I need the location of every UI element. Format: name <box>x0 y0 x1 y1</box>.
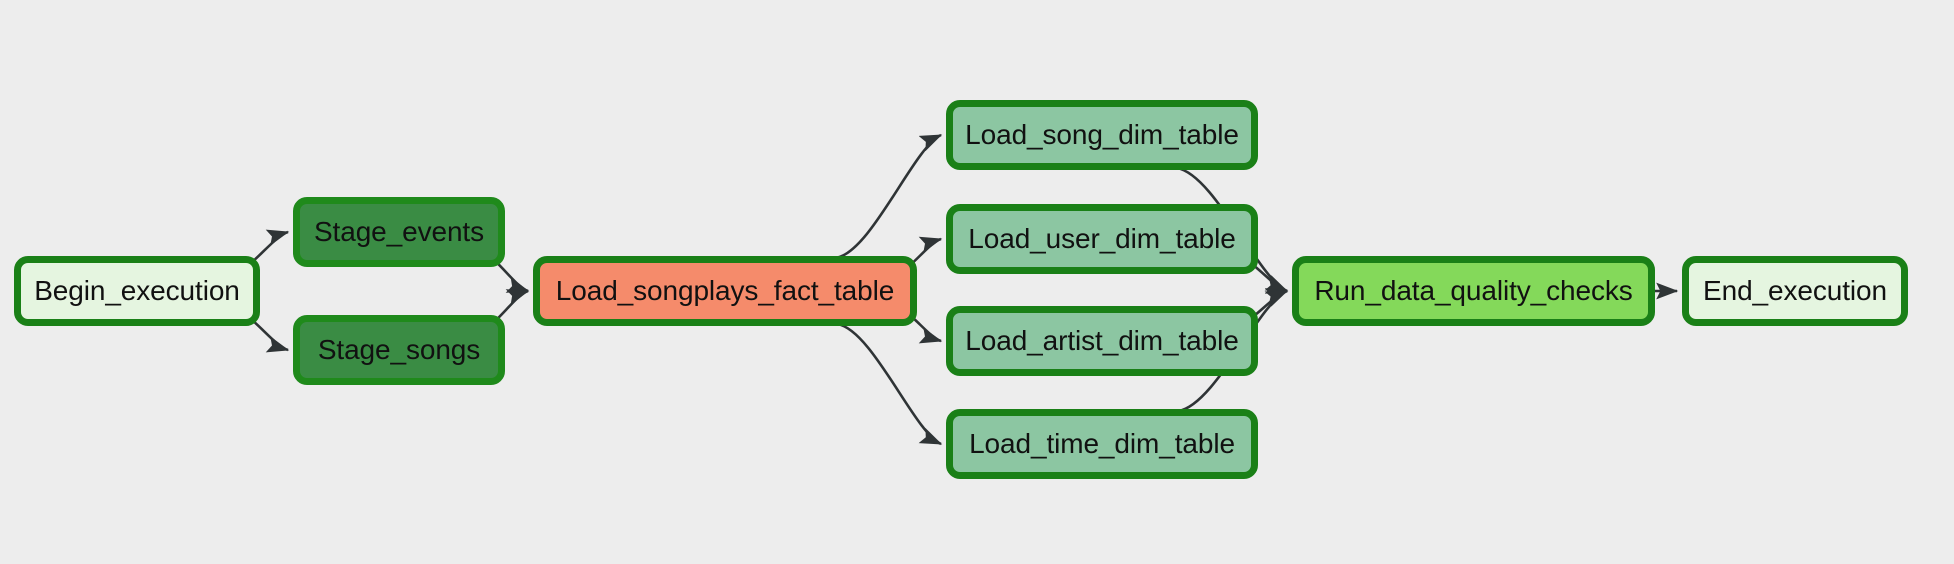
node-label: Load_song_dim_table <box>965 119 1239 150</box>
node-begin-execution[interactable]: Begin_execution <box>14 256 260 326</box>
node-label: End_execution <box>1703 275 1887 306</box>
node-load-songplays-fact-table[interactable]: Load_songplays_fact_table <box>533 256 917 326</box>
node-label: Load_time_dim_table <box>969 428 1235 459</box>
node-label: Stage_events <box>313 216 485 247</box>
node-load-artist-dim-table[interactable]: Load_artist_dim_table <box>946 306 1258 376</box>
node-label: Load_songplays_fact_table <box>555 275 895 306</box>
node-run-data-quality-checks[interactable]: Run_data_quality_checks <box>1292 256 1655 326</box>
node-label: Stage_songs <box>317 334 481 365</box>
node-stage-songs[interactable]: Stage_songs <box>293 315 505 385</box>
node-label: Begin_execution <box>34 275 240 306</box>
node-load-user-dim-table[interactable]: Load_user_dim_table <box>946 204 1258 274</box>
node-label: Load_artist_dim_table <box>965 325 1239 356</box>
node-load-time-dim-table[interactable]: Load_time_dim_table <box>946 409 1258 479</box>
node-end-execution[interactable]: End_execution <box>1682 256 1908 326</box>
node-load-song-dim-table[interactable]: Load_song_dim_table <box>946 100 1258 170</box>
node-stage-events[interactable]: Stage_events <box>293 197 505 267</box>
node-label: Run_data_quality_checks <box>1314 275 1633 306</box>
node-label: Load_user_dim_table <box>968 223 1236 254</box>
edge-load_songplays_fact_table-to-load_song_dim_table <box>835 133 943 260</box>
edge-load_songplays_fact_table-to-load_time_dim_table <box>837 322 943 446</box>
